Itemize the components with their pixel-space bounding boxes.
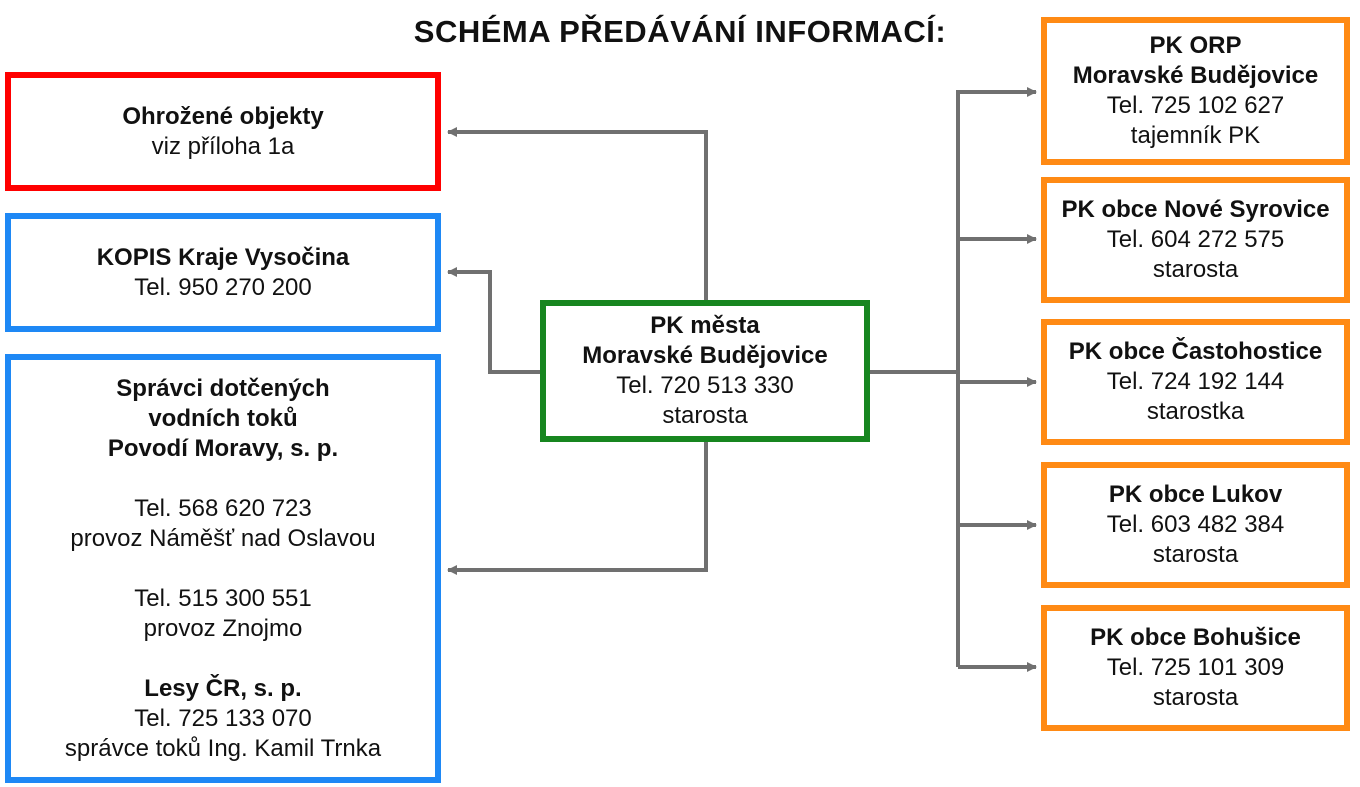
pk-castohostice-name: PK obce Častohostice [1068,338,1323,365]
pk-nove-syrovice-role: starosta [1152,256,1239,283]
arrow-to-endangered-objects [447,127,708,303]
pk-bohusice-box: PK obce Bohušice Tel. 725 101 309 staros… [1041,605,1350,731]
endangered-objects-box: Ohrožené objekty viz příloha 1a [5,72,441,191]
pk-lukov-box: PK obce Lukov Tel. 603 482 384 starosta [1041,462,1350,588]
endangered-objects-note: viz příloha 1a [151,132,295,160]
pk-orp-tel: Tel. 725 102 627 [1106,92,1285,119]
forests-name: Lesy ČR, s. p. [144,674,302,702]
contact2-tel: Tel. 515 300 551 [134,584,312,612]
pk-castohostice-box: PK obce Častohostice Tel. 724 192 144 st… [1041,319,1350,445]
pk-nove-syrovice-tel: Tel. 604 272 575 [1106,226,1285,253]
pk-orp-box: PK ORP Moravské Budějovice Tel. 725 102 … [1041,17,1350,165]
water-managers-heading-line1: Správci dotčených [116,374,330,402]
center-name-line2: Moravské Budějovice [582,342,828,369]
kopis-name: KOPIS Kraje Vysočina [96,243,350,271]
endangered-objects-name: Ohrožené objekty [122,102,324,130]
contact1-role: provoz Náměšť nad Oslavou [70,524,376,552]
pk-orp-name-line2: Moravské Budějovice [1072,62,1319,89]
center-box-pk-mesta: PK města Moravské Budějovice Tel. 720 51… [540,300,870,442]
kopis-box: KOPIS Kraje Vysočina Tel. 950 270 200 [5,213,441,332]
pk-castohostice-tel: Tel. 724 192 144 [1106,368,1285,395]
pk-orp-name-line1: PK ORP [1149,32,1242,59]
pk-orp-role: tajemník PK [1130,122,1261,149]
pk-nove-syrovice-name: PK obce Nové Syrovice [1061,196,1330,223]
center-tel: Tel. 720 513 330 [616,372,794,399]
contact2-role: provoz Znojmo [143,614,303,642]
kopis-tel: Tel. 950 270 200 [134,273,312,301]
pk-bohusice-name: PK obce Bohušice [1090,624,1301,651]
pk-castohostice-role: starostka [1146,398,1245,425]
pk-lukov-name: PK obce Lukov [1108,481,1283,508]
pk-bohusice-role: starosta [1152,684,1239,711]
water-managers-box: Správci dotčených vodních toků Povodí Mo… [5,354,441,783]
forests-role: správce toků Ing. Kamil Trnka [64,734,382,762]
pk-lukov-role: starosta [1152,541,1239,568]
water-managers-heading-line2: vodních toků [148,404,298,432]
pk-lukov-tel: Tel. 603 482 384 [1106,511,1285,538]
arrow-to-water-managers [447,440,708,575]
forests-tel: Tel. 725 133 070 [134,704,312,732]
center-name-line1: PK města [650,312,760,339]
contact1-tel: Tel. 568 620 723 [134,494,312,522]
povodi-moravy-name: Povodí Moravy, s. p. [107,434,339,462]
arrow-to-kopis [447,267,543,374]
center-role: starosta [662,402,748,429]
pk-bohusice-tel: Tel. 725 101 309 [1106,654,1285,681]
pk-nove-syrovice-box: PK obce Nové Syrovice Tel. 604 272 575 s… [1041,177,1350,303]
diagram-title: SCHÉMA PŘEDÁVÁNÍ INFORMACÍ: [413,14,947,49]
